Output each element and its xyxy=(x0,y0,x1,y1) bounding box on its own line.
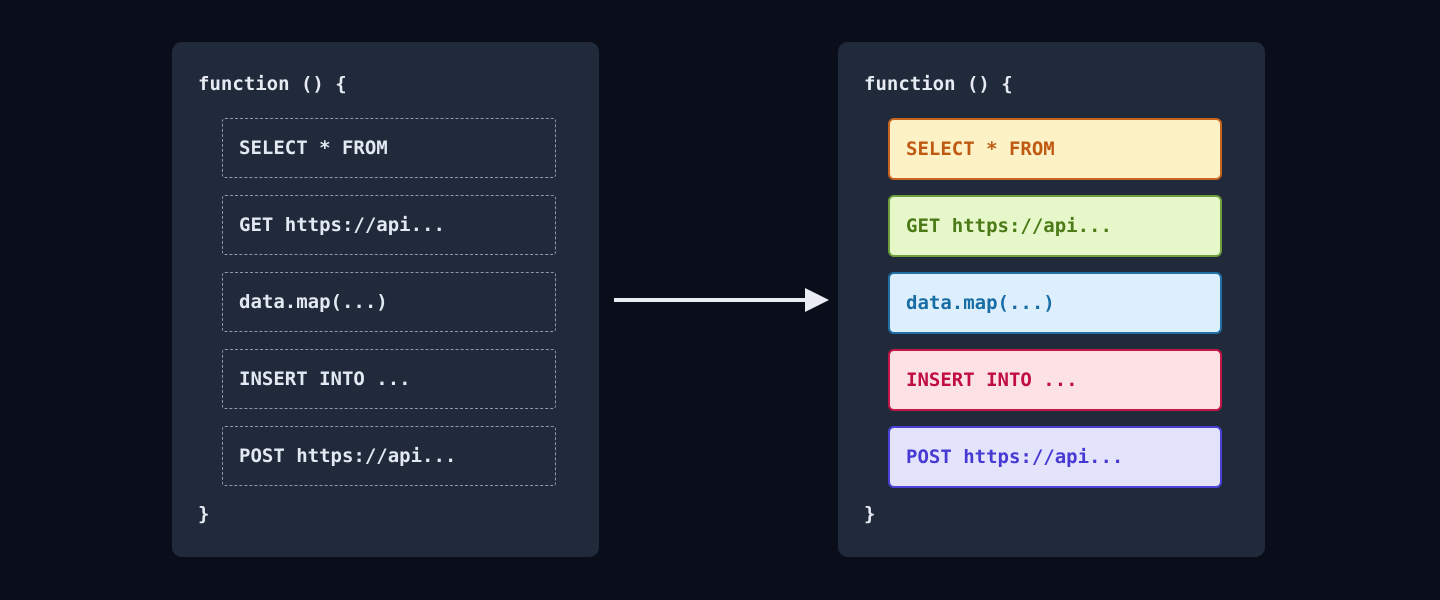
snippet-sql-insert-highlighted: INSERT INTO ... xyxy=(888,349,1222,411)
snippet-js-map-highlighted: data.map(...) xyxy=(888,272,1222,334)
snippet-label: POST https://api... xyxy=(906,446,1124,468)
snippet-js-map: data.map(...) xyxy=(222,272,556,332)
snippet-http-get-highlighted: GET https://api... xyxy=(888,195,1222,257)
code-panel-before: function () { SELECT * FROM GET https://… xyxy=(172,42,599,557)
code-panel-after: function () { SELECT * FROM GET https://… xyxy=(838,42,1265,557)
snippet-label: INSERT INTO ... xyxy=(239,368,411,390)
snippet-label: INSERT INTO ... xyxy=(906,369,1078,391)
function-open-line: function () { xyxy=(198,73,347,95)
snippet-list-after: SELECT * FROM GET https://api... data.ma… xyxy=(888,118,1222,488)
snippet-list-before: SELECT * FROM GET https://api... data.ma… xyxy=(222,118,556,486)
snippet-label: GET https://api... xyxy=(239,214,445,236)
snippet-label: data.map(...) xyxy=(239,291,388,313)
function-close-line: } xyxy=(864,503,876,525)
function-open-line: function () { xyxy=(864,73,1013,95)
snippet-sql-select: SELECT * FROM xyxy=(222,118,556,178)
snippet-label: GET https://api... xyxy=(906,215,1112,237)
snippet-label: POST https://api... xyxy=(239,445,457,467)
snippet-sql-select-highlighted: SELECT * FROM xyxy=(888,118,1222,180)
snippet-label: SELECT * FROM xyxy=(239,137,388,159)
snippet-http-post-highlighted: POST https://api... xyxy=(888,426,1222,488)
arrow-head xyxy=(805,288,829,312)
snippet-sql-insert: INSERT INTO ... xyxy=(222,349,556,409)
snippet-http-get: GET https://api... xyxy=(222,195,556,255)
snippet-label: data.map(...) xyxy=(906,292,1055,314)
function-close-line: } xyxy=(198,503,210,525)
snippet-label: SELECT * FROM xyxy=(906,138,1055,160)
snippet-http-post: POST https://api... xyxy=(222,426,556,486)
transform-arrow-icon xyxy=(614,288,829,312)
